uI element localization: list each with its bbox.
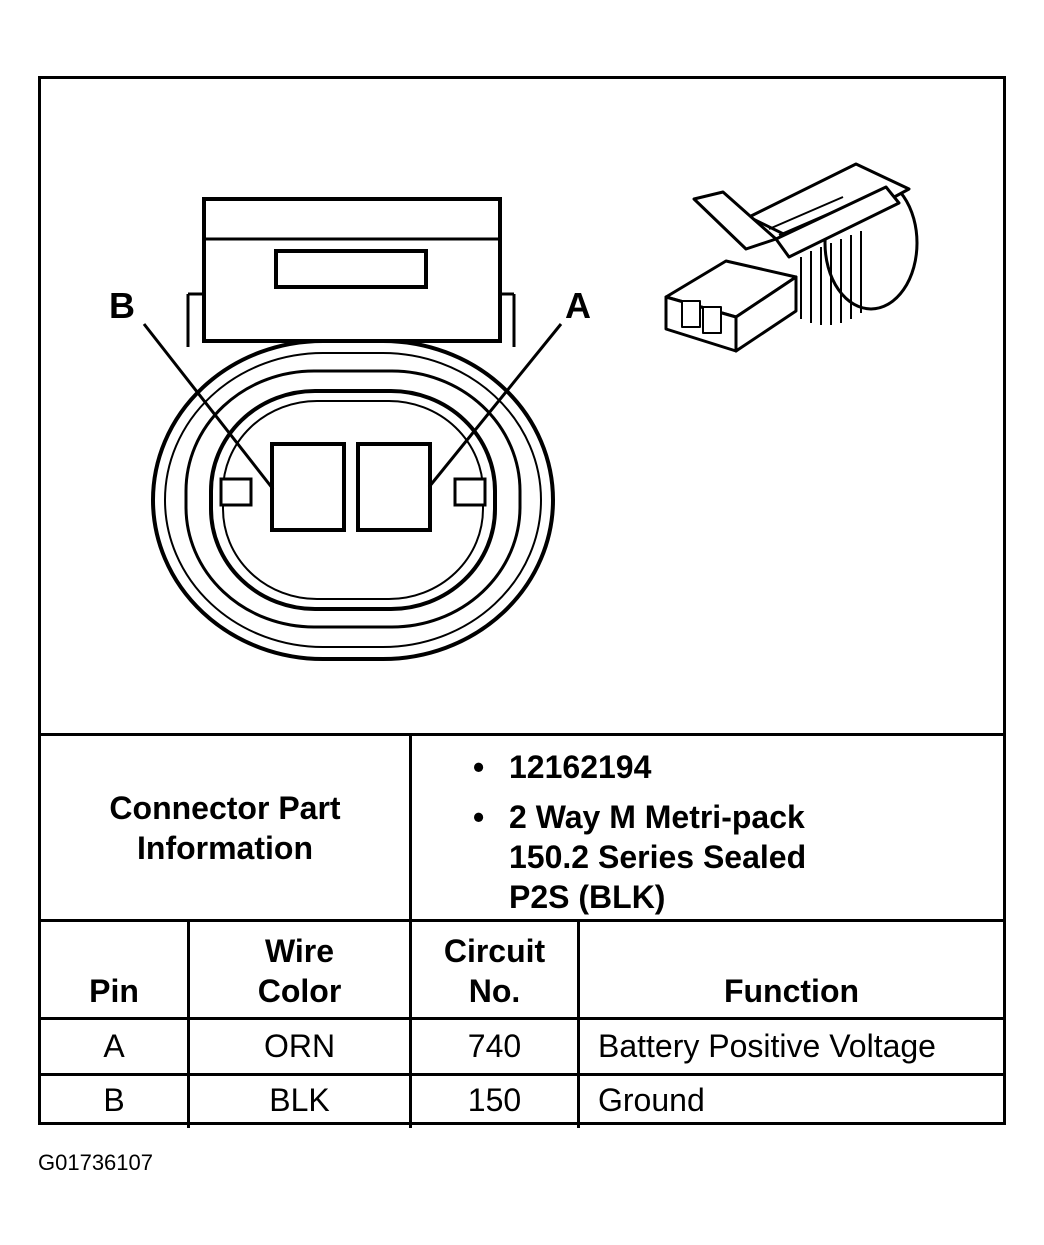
header-circuit-no: Circuit No.	[412, 922, 577, 1017]
housing-slot	[274, 249, 428, 289]
left-key-tab	[219, 477, 253, 507]
info-line: 2 Way M Metri-pack	[509, 799, 805, 835]
table-cell-wire-color: BLK	[269, 1082, 330, 1118]
terminal-b	[270, 442, 346, 532]
header-function-text: Function	[723, 973, 860, 1009]
table-cell-wire-color: ORN	[263, 1028, 336, 1064]
figure-id: G01736107	[38, 1150, 153, 1175]
right-key-tab	[453, 477, 487, 507]
header-circuit-line2: No.	[468, 973, 521, 1009]
header-pin: Pin	[41, 922, 187, 1017]
info-line: P2S (BLK)	[509, 879, 666, 915]
header-wire-line2: Color	[257, 973, 342, 1009]
bullet-icon: •	[473, 799, 485, 835]
header-wire-color: Wire Color	[190, 922, 409, 1017]
info-item-description: • 2 Way M Metri-pack 150.2 Series Sealed…	[471, 797, 806, 917]
table-cell-pin: B	[103, 1082, 125, 1118]
info-title-line1: Connector Part	[109, 789, 341, 826]
leader-line-a	[427, 323, 563, 488]
table-cell-function: Ground	[598, 1082, 705, 1118]
connector-part-info-title: Connector Part Information	[41, 736, 409, 919]
connector-drawing	[142, 162, 919, 661]
info-line: 150.2 Series Sealed	[509, 839, 807, 875]
divider-header-rows	[41, 1017, 1003, 1020]
table-cell-circuit-no: 740	[467, 1028, 522, 1064]
diagram-frame: B A Connector Part Information • 1216219…	[38, 76, 1006, 1128]
leader-line-b	[142, 323, 275, 490]
connector-housing-top	[202, 197, 502, 343]
connector-face-view	[142, 197, 563, 661]
info-line: 12162194	[509, 749, 652, 785]
outer-seal-ring	[151, 339, 555, 661]
table-cell-function: Battery Positive Voltage	[598, 1028, 936, 1064]
pin-b-label: B	[109, 285, 135, 326]
connector-isometric-view	[664, 162, 919, 353]
header-function: Function	[580, 922, 1003, 1017]
divider-row-a-b	[41, 1073, 1003, 1076]
header-wire-line1: Wire	[264, 933, 335, 969]
divider-info-table	[41, 919, 1003, 922]
connector-part-info-list: • 12162194 • 2 Way M Metri-pack 150.2 Se…	[471, 747, 806, 917]
divider-col-function	[577, 919, 580, 1128]
info-item-part-number: • 12162194	[471, 747, 806, 787]
bullet-icon: •	[473, 749, 485, 785]
table-cell-circuit-no: 150	[467, 1082, 522, 1118]
header-circuit-line1: Circuit	[443, 933, 546, 969]
terminal-a	[356, 442, 432, 532]
table-cell-pin: A	[103, 1028, 125, 1064]
divider-col-wire	[187, 919, 190, 1128]
header-pin-text: Pin	[89, 973, 139, 1009]
divider-col-circuit	[409, 733, 412, 1128]
inner-cavity	[209, 389, 497, 611]
divider-drawing-info	[41, 733, 1003, 736]
pin-a-label: A	[565, 285, 591, 326]
info-title-line2: Information	[137, 829, 313, 866]
